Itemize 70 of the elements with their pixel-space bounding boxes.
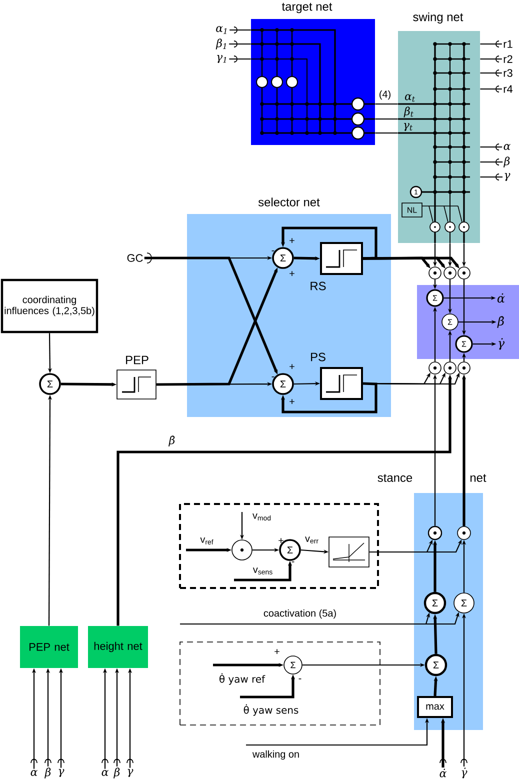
- summation-node: Σ: [424, 654, 448, 676]
- summation-node: Σ: [424, 592, 446, 614]
- signal-label: +: [278, 538, 284, 543]
- edge-label: θ̇ yaw ref: [218, 672, 266, 686]
- signal-label: β: [44, 768, 51, 778]
- threshold-box: PEP: [116, 356, 156, 400]
- node-label: RS: [310, 282, 326, 290]
- signal-label: r3: [504, 69, 512, 77]
- signal-label: r2: [504, 55, 512, 63]
- signal-label: -: [298, 678, 302, 680]
- signal-label: +: [290, 399, 294, 404]
- summation-node: Σ: [454, 592, 474, 614]
- signal-label: r1: [504, 40, 512, 48]
- signal-label: γ: [504, 173, 510, 181]
- signal-label: r4: [504, 85, 513, 93]
- edge-label: γ$_{t}$: [402, 122, 414, 132]
- edge-label: β$_{t}$: [404, 106, 414, 118]
- multiplier-node: [428, 362, 442, 374]
- multiplier-node: [458, 266, 470, 280]
- signal-label: α̇: [497, 293, 505, 303]
- multiplier-node: [428, 526, 442, 540]
- signal-label: +: [274, 649, 280, 654]
- multiplier-node: [458, 362, 470, 374]
- signal-label: γ$_{1}$: [217, 55, 226, 63]
- ramp-function-box: [328, 536, 370, 568]
- edge-label: v$_{ref}$: [200, 537, 214, 545]
- signal-label: γ̇: [498, 338, 505, 350]
- signal-label: +: [290, 364, 294, 369]
- node-label: PEP: [126, 356, 148, 364]
- signal-label: +: [290, 271, 294, 276]
- signal-label: (4): [380, 90, 390, 100]
- signal-label: γ: [128, 769, 134, 777]
- edge-label: α$_{t}$: [404, 94, 416, 102]
- summation-node: Σ: [39, 373, 61, 395]
- edge-label: v$_{mod}$: [252, 513, 272, 521]
- multiplier-node: [232, 540, 252, 560]
- edge-label: v$_{err}$: [304, 536, 320, 544]
- arrow: [280, 382, 378, 414]
- signal-label: β$_{1}$: [216, 38, 226, 50]
- edge-label: coactivation (5a): [262, 608, 338, 620]
- labelled-box: max: [417, 696, 453, 718]
- signal-label: α: [504, 144, 510, 150]
- threshold-box: PS: [311, 352, 363, 400]
- labelled-box: height net: [88, 626, 148, 668]
- edge-label: walking on: [252, 750, 300, 760]
- summation-node: Σ: [284, 656, 302, 674]
- signal-label: γ: [58, 769, 64, 777]
- edge-label: v$_{sens}$: [252, 567, 274, 575]
- labelled-box: PEP net: [20, 626, 78, 668]
- signal-label: β̇: [497, 316, 504, 328]
- signal-label: γ̇: [462, 768, 468, 778]
- signal-label: α$_{1}$: [216, 26, 226, 34]
- labelled-box: coordinating influences (1,2,3,5b): [0, 278, 98, 334]
- signal-label: -: [272, 250, 274, 252]
- signal-label: GC: [127, 254, 143, 262]
- signal-label: β: [503, 156, 510, 168]
- multiplier-node: [444, 362, 456, 374]
- threshold-box: RS: [310, 242, 363, 290]
- multiplier-node: [444, 266, 456, 280]
- signal-label: -: [272, 376, 274, 378]
- multiplier-node: [428, 266, 442, 280]
- node-label: PS: [311, 352, 326, 362]
- multiplier-node: [457, 526, 471, 540]
- edge-label: θ̇ yaw sens: [242, 704, 300, 716]
- signal-label: β: [113, 768, 120, 778]
- signal-label: α̇: [440, 768, 446, 778]
- signal-label: +: [290, 238, 294, 243]
- edge-label: β̇: [168, 435, 176, 447]
- signal-label: α: [102, 770, 108, 776]
- signal-label: α: [30, 770, 38, 776]
